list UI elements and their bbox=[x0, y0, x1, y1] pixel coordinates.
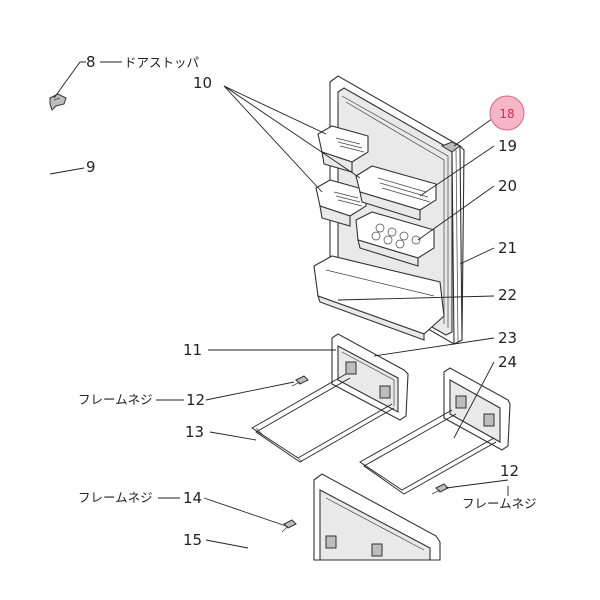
label-12a: 12 bbox=[186, 391, 205, 409]
door-stopper-part bbox=[49, 93, 67, 111]
drawer-door-right bbox=[443, 367, 511, 451]
frame-screw-bottom bbox=[281, 519, 297, 533]
bottle-pocket bbox=[313, 255, 445, 341]
label-15: 15 bbox=[183, 531, 202, 549]
drawer-rail-right bbox=[359, 409, 497, 495]
label-18-highlight: 18 bbox=[489, 95, 525, 131]
label-18: 18 bbox=[499, 107, 514, 121]
label-24: 24 bbox=[498, 353, 517, 371]
door-pocket-mid-left bbox=[315, 179, 367, 227]
leader-lines bbox=[49, 61, 509, 549]
label-10: 10 bbox=[193, 74, 212, 92]
label-12b-name: フレームネジ bbox=[462, 496, 537, 511]
door-pocket-upper-right bbox=[355, 165, 437, 221]
label-8-name: ドアストッパ bbox=[124, 55, 199, 70]
label-14-name: フレームネジ bbox=[78, 490, 153, 505]
label-19: 19 bbox=[498, 137, 517, 155]
label-23: 23 bbox=[498, 329, 517, 347]
label-12b: 12 bbox=[500, 462, 519, 480]
label-11: 11 bbox=[183, 341, 202, 359]
freezer-door-lower bbox=[313, 473, 441, 561]
label-13: 13 bbox=[185, 423, 204, 441]
label-12a-name: フレームネジ bbox=[78, 392, 153, 407]
label-22: 22 bbox=[498, 286, 517, 304]
highlight-circle bbox=[489, 95, 525, 131]
egg-tray bbox=[355, 211, 435, 267]
label-21: 21 bbox=[498, 239, 517, 257]
label-20: 20 bbox=[498, 177, 517, 195]
label-14: 14 bbox=[183, 489, 202, 507]
label-8: 8 bbox=[86, 53, 96, 71]
label-9: 9 bbox=[86, 158, 96, 176]
drawer-rail-left bbox=[251, 373, 395, 463]
frame-screw-left bbox=[291, 375, 309, 387]
frame-screw-right bbox=[431, 483, 449, 495]
drawer-door-left bbox=[331, 333, 409, 421]
